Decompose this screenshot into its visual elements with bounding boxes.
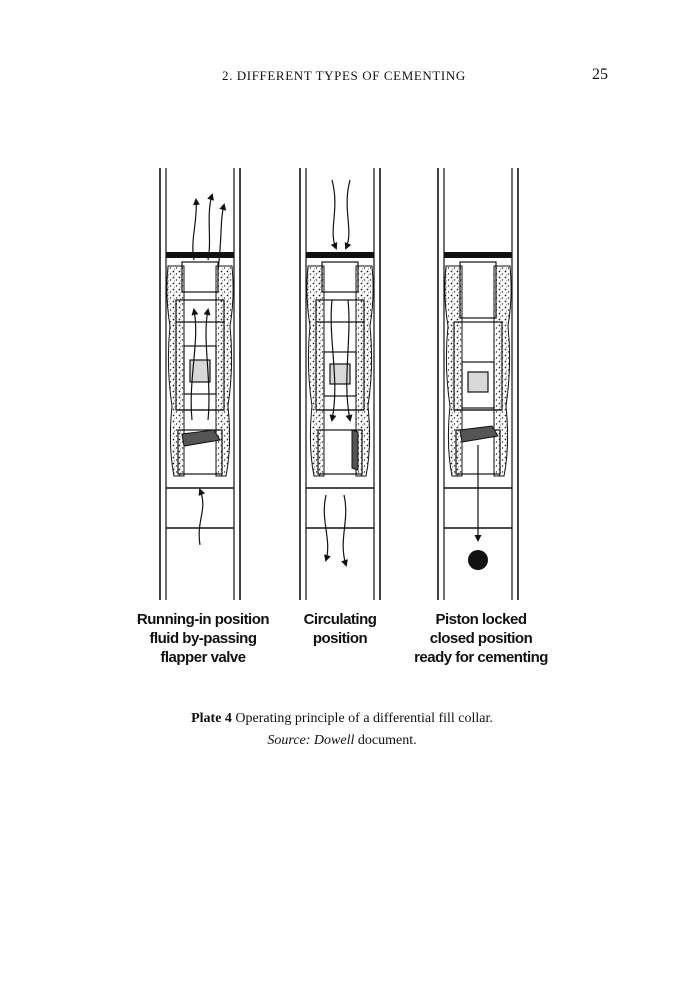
fill-collar-figure: Running-in position fluid by-passing fla… [118, 168, 566, 667]
upper-plate [306, 252, 374, 258]
running-title: 2. DIFFERENT TYPES OF CEMENTING [222, 68, 466, 83]
figure-caption: Plate 4 Operating principle of a differe… [0, 708, 684, 752]
flapper-valve [351, 429, 359, 471]
flapper-valve [181, 429, 221, 447]
page-number: 25 [592, 66, 608, 83]
flow-arrows [190, 193, 227, 546]
panel-label-running-in: Running-in position fluid by-passing fla… [118, 610, 288, 667]
panel-label-circulating: Circulating position [280, 610, 400, 648]
label-line: Piston locked [435, 611, 527, 628]
plate-id: Plate 4 [191, 711, 232, 726]
source-suffix: document. [357, 733, 417, 748]
label-line: closed position [429, 630, 533, 647]
label-line: Running-in position [136, 611, 270, 628]
label-line: flapper valve [160, 649, 246, 666]
panel-piston-locked-diagram [437, 168, 519, 600]
panel-circulating-diagram [299, 168, 381, 600]
source-name: Dowell [313, 733, 355, 748]
cement-ball [468, 550, 488, 570]
flapper-valve [459, 425, 499, 443]
label-line: position [312, 630, 368, 647]
running-header: 2. DIFFERENT TYPES OF CEMENTING 25 [0, 66, 684, 88]
label-line: fluid by-passing [149, 630, 257, 647]
upper-plate [444, 252, 512, 258]
source-label: Source: [267, 733, 311, 748]
caption-text: Operating principle of a differential fi… [235, 711, 493, 726]
upper-plate [166, 252, 234, 258]
caption-line: Plate 4 Operating principle of a differe… [0, 708, 684, 730]
label-line: Circulating [303, 611, 377, 628]
panel-running-in-diagram [159, 168, 241, 600]
panel-label-piston-locked: Piston locked closed position ready for … [396, 610, 566, 667]
collar-body [175, 261, 225, 475]
label-line: ready for cementing [414, 649, 548, 666]
caption-source-line: Source: Dowell document. [0, 730, 684, 752]
flow-arrows [323, 179, 353, 567]
